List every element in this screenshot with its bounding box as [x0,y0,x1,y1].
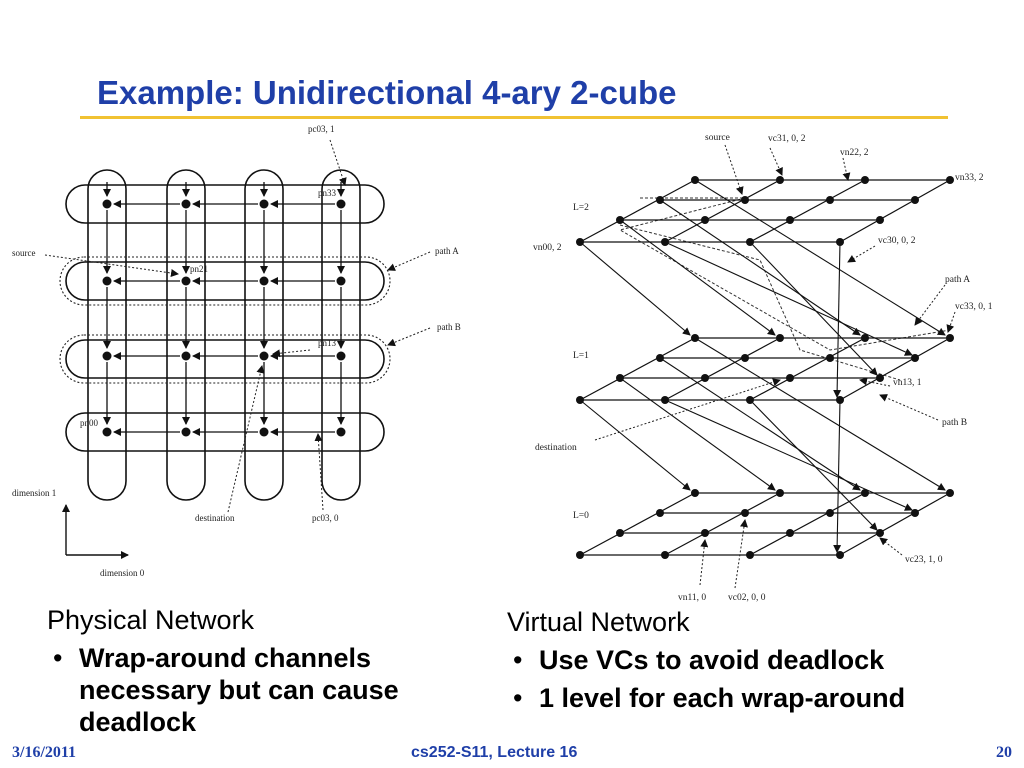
row-2-wrap-loop [65,261,385,301]
physical-bullet-0: Wrap-around channels necessary but can c… [47,642,467,738]
phys-source-label: source [12,248,36,258]
pn33-label: pn33 [318,188,337,198]
vc30-0-2-label: vc30, 0, 2 [878,236,916,246]
footer-date: 3/16/2011 [12,744,77,761]
vn13-1-label: vn13, 1 [893,378,922,388]
row-1-wrap-loop [65,339,385,379]
virtual-network-column: Virtual Network Use VCs to avoid deadloc… [507,607,1017,714]
level-1-layer [579,337,951,401]
dimension-0-label: dimension 0 [100,568,145,578]
vn11-0-label: vn11, 0 [678,593,706,603]
virt-path-b-label: path B [942,418,967,428]
row-3-wrap-loop [65,184,385,224]
vc23-1-0-label: vc23, 1, 0 [905,555,943,565]
virtual-network-heading: Virtual Network [507,607,690,637]
level-1-label: L=1 [573,351,589,361]
phys-path-b-label: path B [437,322,461,332]
vc33-0-1-label: vc33, 0, 1 [955,302,993,312]
pn00-label: pn00 [80,418,99,428]
vn00-2-label: vn00, 2 [533,243,562,253]
virt-source-label: source [705,133,730,143]
level-2-label: L=2 [573,203,589,213]
path-a-highlight [59,256,391,306]
pc03-1-label: pc03, 1 [308,124,335,134]
vc31-0-2-label: vc31, 0, 2 [768,134,806,144]
vc02-0-0-label: vc02, 0, 0 [728,593,766,603]
level-0-layer [579,492,951,556]
virtual-path-a [618,197,951,351]
virtual-bullet-0: Use VCs to avoid deadlock [507,644,1017,676]
dimension-1-label: dimension 1 [12,488,56,498]
pc03-0-label: pc03, 0 [312,513,339,523]
virtual-network-bullets: Use VCs to avoid deadlock 1 level for ea… [507,644,1017,714]
footer-page-number: 20 [996,744,1012,761]
pn21-label: pn21 [190,264,208,274]
phys-destination-label: destination [195,513,235,523]
physical-network-column: Physical Network Wrap-around channels ne… [47,605,467,738]
pn13-label: pn13 [318,338,337,348]
physical-network-heading: Physical Network [47,605,255,635]
slide-title: Example: Unidirectional 4-ary 2-cube [97,74,677,111]
row-0-wrap-loop [65,412,385,452]
level-2-layer [579,179,951,243]
vn33-2-label: vn33, 2 [955,173,984,183]
virt-destination-label: destination [535,443,577,453]
physical-network-bullets: Wrap-around channels necessary but can c… [47,642,467,738]
level-0-label: L=0 [573,511,589,521]
footer-course: cs252-S11, Lecture 16 [411,744,578,761]
virt-path-a-label: path A [945,275,970,285]
virtual-bullet-1: 1 level for each wrap-around [507,682,1017,714]
path-b-highlight [59,334,391,384]
virtual-network-figure: source vc31, 0, 2 vn22, 2 vn33, 2 L=2 vn… [533,133,993,603]
vn22-2-label: vn22, 2 [840,148,869,158]
physical-network-figure: pc03, 1 pn33 source pn21 path A path B p… [12,124,461,578]
phys-path-a-label: path A [435,246,459,256]
title-divider [80,116,948,119]
